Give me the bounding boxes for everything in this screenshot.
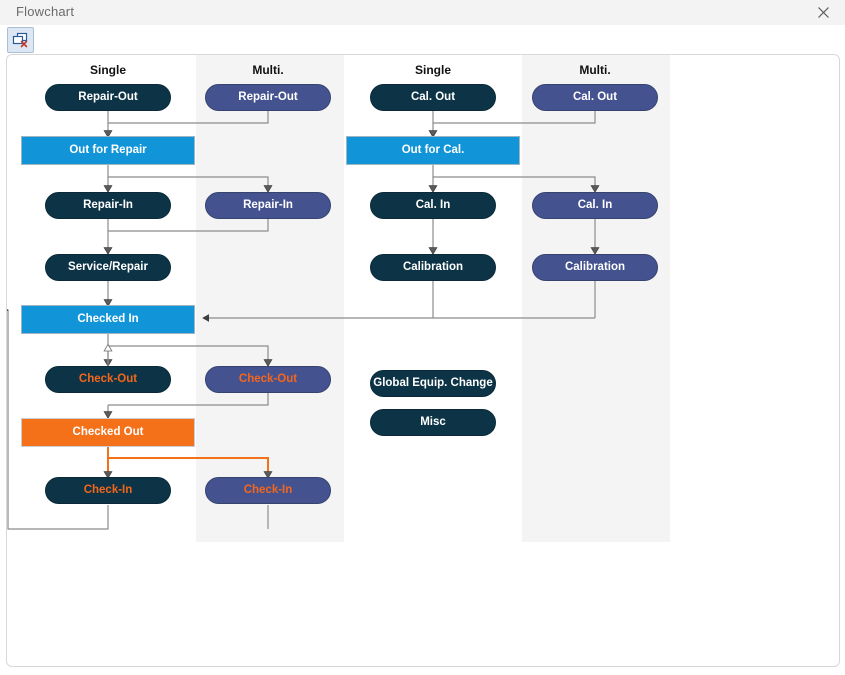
title-bar: Flowchart bbox=[0, 0, 845, 26]
node-cal-in-single[interactable]: Cal. In bbox=[370, 192, 496, 219]
close-icon[interactable] bbox=[801, 0, 845, 25]
node-cal-out-multi[interactable]: Cal. Out bbox=[532, 84, 658, 111]
node-repair-in-multi[interactable]: Repair-In bbox=[205, 192, 331, 219]
node-check-out-single[interactable]: Check-Out bbox=[45, 366, 171, 393]
node-out-for-cal[interactable]: Out for Cal. bbox=[346, 136, 520, 165]
node-checked-out[interactable]: Checked Out bbox=[21, 418, 195, 447]
node-check-out-multi[interactable]: Check-Out bbox=[205, 366, 331, 393]
node-repair-out-single[interactable]: Repair-Out bbox=[45, 84, 171, 111]
flowchart-canvas-panel: Single Multi. Single Multi. Repair-Out R… bbox=[6, 54, 840, 667]
node-service-repair[interactable]: Service/Repair bbox=[45, 254, 171, 281]
column-header-cal-single: Single bbox=[414, 63, 452, 77]
connector-layer bbox=[7, 111, 839, 530]
toolbar bbox=[0, 25, 845, 53]
node-global-equip-change[interactable]: Global Equip. Change bbox=[370, 370, 496, 397]
node-calibration-multi[interactable]: Calibration bbox=[532, 254, 658, 281]
window-title: Flowchart bbox=[16, 4, 75, 19]
node-cal-out-single[interactable]: Cal. Out bbox=[370, 84, 496, 111]
close-window-icon[interactable] bbox=[7, 27, 34, 53]
flowchart-canvas: Single Multi. Single Multi. Repair-Out R… bbox=[7, 55, 839, 666]
column-header-repair-single: Single bbox=[89, 63, 127, 77]
column-band-repair-multi bbox=[196, 55, 344, 542]
node-calibration-single[interactable]: Calibration bbox=[370, 254, 496, 281]
node-checked-in[interactable]: Checked In bbox=[21, 305, 195, 334]
column-band-cal-multi bbox=[522, 55, 670, 542]
node-cal-in-multi[interactable]: Cal. In bbox=[532, 192, 658, 219]
node-repair-in-single[interactable]: Repair-In bbox=[45, 192, 171, 219]
node-misc[interactable]: Misc bbox=[370, 409, 496, 436]
node-out-for-repair[interactable]: Out for Repair bbox=[21, 136, 195, 165]
node-check-in-multi[interactable]: Check-In bbox=[205, 477, 331, 504]
column-header-repair-multi: Multi. bbox=[252, 63, 284, 77]
node-check-in-single[interactable]: Check-In bbox=[45, 477, 171, 504]
column-header-cal-multi: Multi. bbox=[579, 63, 611, 77]
node-repair-out-multi[interactable]: Repair-Out bbox=[205, 84, 331, 111]
